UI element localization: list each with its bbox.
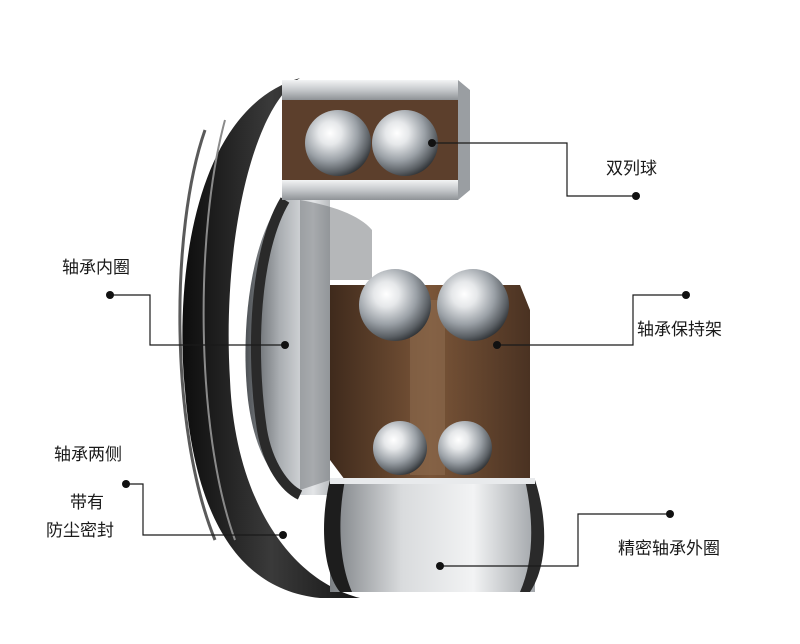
label-inner-ring: 轴承内圈 [62,258,130,278]
top-ball-right [372,110,438,176]
label-cage: 轴承保持架 [637,320,722,340]
mid-ball-left [359,269,431,341]
label-seal-line2: 防尘密封 [46,521,114,541]
label-both-sides: 轴承两侧 [54,445,122,465]
low-ball-left [373,421,427,475]
label-seal-line1: 带有 [70,493,104,513]
mid-ball-right [437,269,509,341]
callout-dots [106,139,690,570]
leader-lines [110,142,686,567]
bottom-outer-ring [324,478,545,592]
top-ball-left [305,110,371,176]
inner-ring-shadow [300,200,372,490]
label-outer-ring: 精密轴承外圈 [618,539,720,559]
low-ball-right [438,421,492,475]
outer-seal-face [178,78,360,598]
label-double-row-balls: 双列球 [606,159,657,179]
